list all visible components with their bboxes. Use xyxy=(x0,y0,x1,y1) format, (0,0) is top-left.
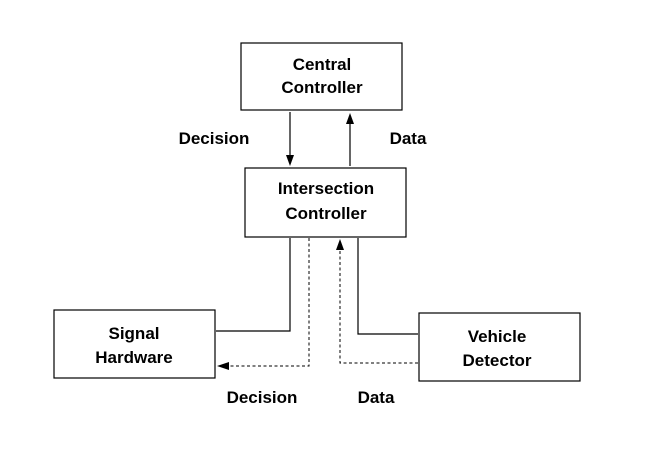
data-dashed-arrow xyxy=(336,239,418,364)
central-controller-label-line2: Controller xyxy=(281,78,363,97)
central-controller-box xyxy=(240,42,403,111)
vehicle-detector-label-line2: Detector xyxy=(463,351,532,370)
top-data-label: Data xyxy=(390,129,427,148)
top-decision-label: Decision xyxy=(179,129,250,148)
signal-hardware-node: Signal Hardware xyxy=(53,309,216,379)
intersection-controller-label-line1: Intersection xyxy=(278,179,374,198)
central-controller-label-line1: Central xyxy=(293,55,352,74)
intersection-controller-box xyxy=(244,167,407,238)
signal-hardware-connector xyxy=(216,238,291,332)
intersection-controller-node: Intersection Controller xyxy=(244,167,407,238)
vehicle-detector-connector xyxy=(357,238,418,335)
vehicle-detector-label-line1: Vehicle xyxy=(468,327,527,346)
data-arrow-up xyxy=(346,113,354,166)
vehicle-detector-box xyxy=(418,312,581,382)
bottom-data-label: Data xyxy=(358,388,395,407)
signal-hardware-label-line1: Signal xyxy=(108,324,159,343)
vehicle-detector-node: Vehicle Detector xyxy=(418,312,581,382)
intersection-controller-label-line2: Controller xyxy=(285,204,367,223)
bottom-decision-label: Decision xyxy=(227,388,298,407)
signal-hardware-label-line2: Hardware xyxy=(95,348,172,367)
signal-hardware-box xyxy=(53,309,216,379)
decision-dashed-arrow xyxy=(217,238,310,370)
central-controller-node: Central Controller xyxy=(240,42,403,111)
decision-arrow-down xyxy=(286,112,294,166)
